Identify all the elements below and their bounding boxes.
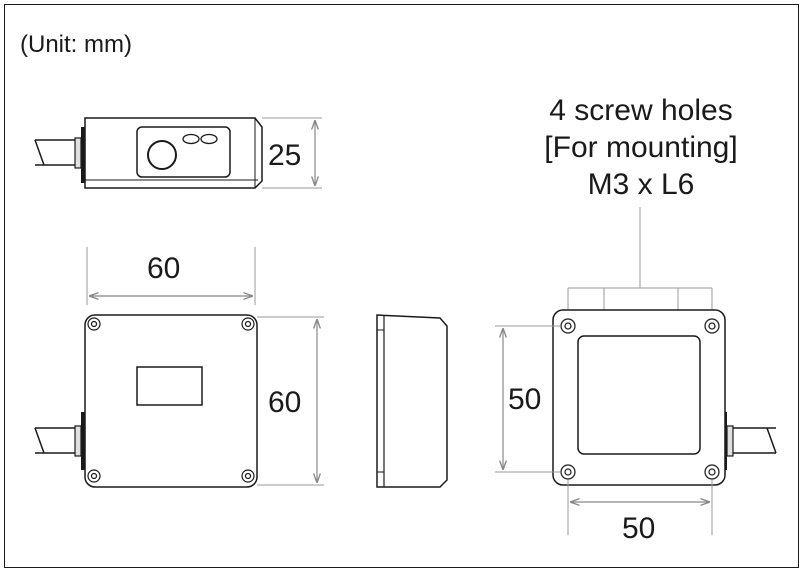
- dim-25-label: 25: [268, 139, 301, 172]
- screw-note-line3: M3 x L6: [588, 168, 695, 201]
- dim-60h-label: 60: [268, 386, 301, 419]
- front-view-label-window: [136, 366, 203, 406]
- side-view-ribs: [377, 329, 384, 473]
- dim-60h-extension: [257, 316, 324, 486]
- front-view-cable: [34, 427, 75, 454]
- front-view: 60 60: [34, 247, 324, 488]
- dim-60w-label: 60: [147, 252, 180, 285]
- indicator-led-2: [200, 133, 218, 145]
- screw-note-line1: 4 screw holes: [549, 94, 732, 127]
- top-view: 25: [34, 117, 322, 189]
- dim-50h-extension: [567, 480, 713, 535]
- indicator-led-1: [182, 133, 200, 145]
- screw-note-leader: [567, 207, 713, 470]
- drawing-frame: [4, 4, 799, 568]
- rear-view: 50 50: [495, 207, 777, 545]
- top-view-cable-gland: [74, 137, 82, 169]
- rear-view-recess: [577, 335, 701, 455]
- front-view-screws: [87, 317, 255, 483]
- dim-25-extension: [262, 117, 322, 189]
- mounting-holes: [560, 318, 720, 480]
- side-view: [376, 314, 448, 488]
- top-view-cable: [34, 139, 75, 166]
- dim-50v-extension: [495, 325, 560, 473]
- screw-note: 4 screw holes [For mounting] M3 x L6: [544, 94, 737, 201]
- rear-view-cable: [733, 427, 777, 454]
- dim-60w-extension: [86, 247, 256, 305]
- front-view-cable-gland: [74, 425, 82, 457]
- screw-note-line2: [For mounting]: [544, 131, 737, 164]
- front-view-cable-clamp: [81, 412, 85, 470]
- side-view-body: [376, 314, 448, 488]
- dim-50h-label: 50: [622, 512, 655, 545]
- dim-50v-label: 50: [508, 383, 541, 416]
- top-view-cable-clamp: [81, 127, 85, 183]
- unit-note: (Unit: mm): [20, 31, 132, 58]
- sensor-lens: [147, 140, 177, 170]
- rear-view-cable-gland: [726, 425, 734, 457]
